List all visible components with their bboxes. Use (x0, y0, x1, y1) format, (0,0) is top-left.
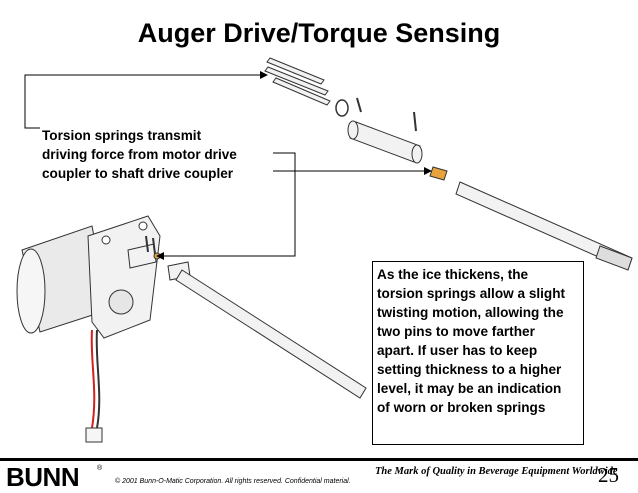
callout-line: two pins to move farther (377, 324, 535, 339)
callout-line: of worn or broken springs (377, 400, 546, 415)
footer-tagline: The Mark of Quality in Beverage Equipmen… (375, 466, 618, 477)
motor-wires (90, 329, 101, 429)
callout-line: coupler to shaft drive coupler (42, 166, 234, 181)
callout-line: apart. If user has to keep (377, 343, 538, 358)
footer-divider (0, 458, 638, 461)
callout-ice-thickness: As the ice thickens, the torsion springs… (372, 261, 584, 445)
auger-shaft-lower (167, 261, 367, 399)
slide-title: Auger Drive/Torque Sensing (137, 18, 501, 48)
coupler-key (429, 166, 448, 181)
callout-line: torsion springs allow a slight (377, 286, 566, 301)
gearbox-housing (87, 215, 161, 339)
callout-line: setting thickness to a higher (377, 362, 562, 377)
callout-line: level, it may be an indication (377, 381, 562, 396)
copyright-notice: © 2001 Bunn-O-Matic Corporation. All rig… (115, 478, 351, 485)
drive-pin-right (413, 111, 417, 132)
drive-pin-top (356, 97, 362, 113)
callout-line: twisting motion, allowing the (377, 305, 564, 320)
callout-torsion-springs: Torsion springs transmit driving force f… (42, 126, 282, 183)
shaft-drive-coupler (347, 120, 423, 164)
bunn-logo: BUNN (6, 462, 80, 492)
registered-mark: ® (97, 465, 103, 472)
callout-line: driving force from motor drive (42, 147, 237, 162)
wire-connector (85, 427, 103, 443)
callout-left-leaders (24, 74, 426, 257)
retaining-ring (335, 99, 349, 117)
motor-drive-coupler (127, 235, 161, 269)
callout-line: Torsion springs transmit (42, 128, 202, 143)
callout-line: As the ice thickens, the (377, 267, 529, 282)
drive-motor (16, 225, 109, 334)
torsion-springs (264, 57, 331, 106)
auger-shaft-upper (455, 181, 633, 271)
callout-arrowheads (156, 71, 432, 260)
page-number: 25 (598, 463, 619, 487)
